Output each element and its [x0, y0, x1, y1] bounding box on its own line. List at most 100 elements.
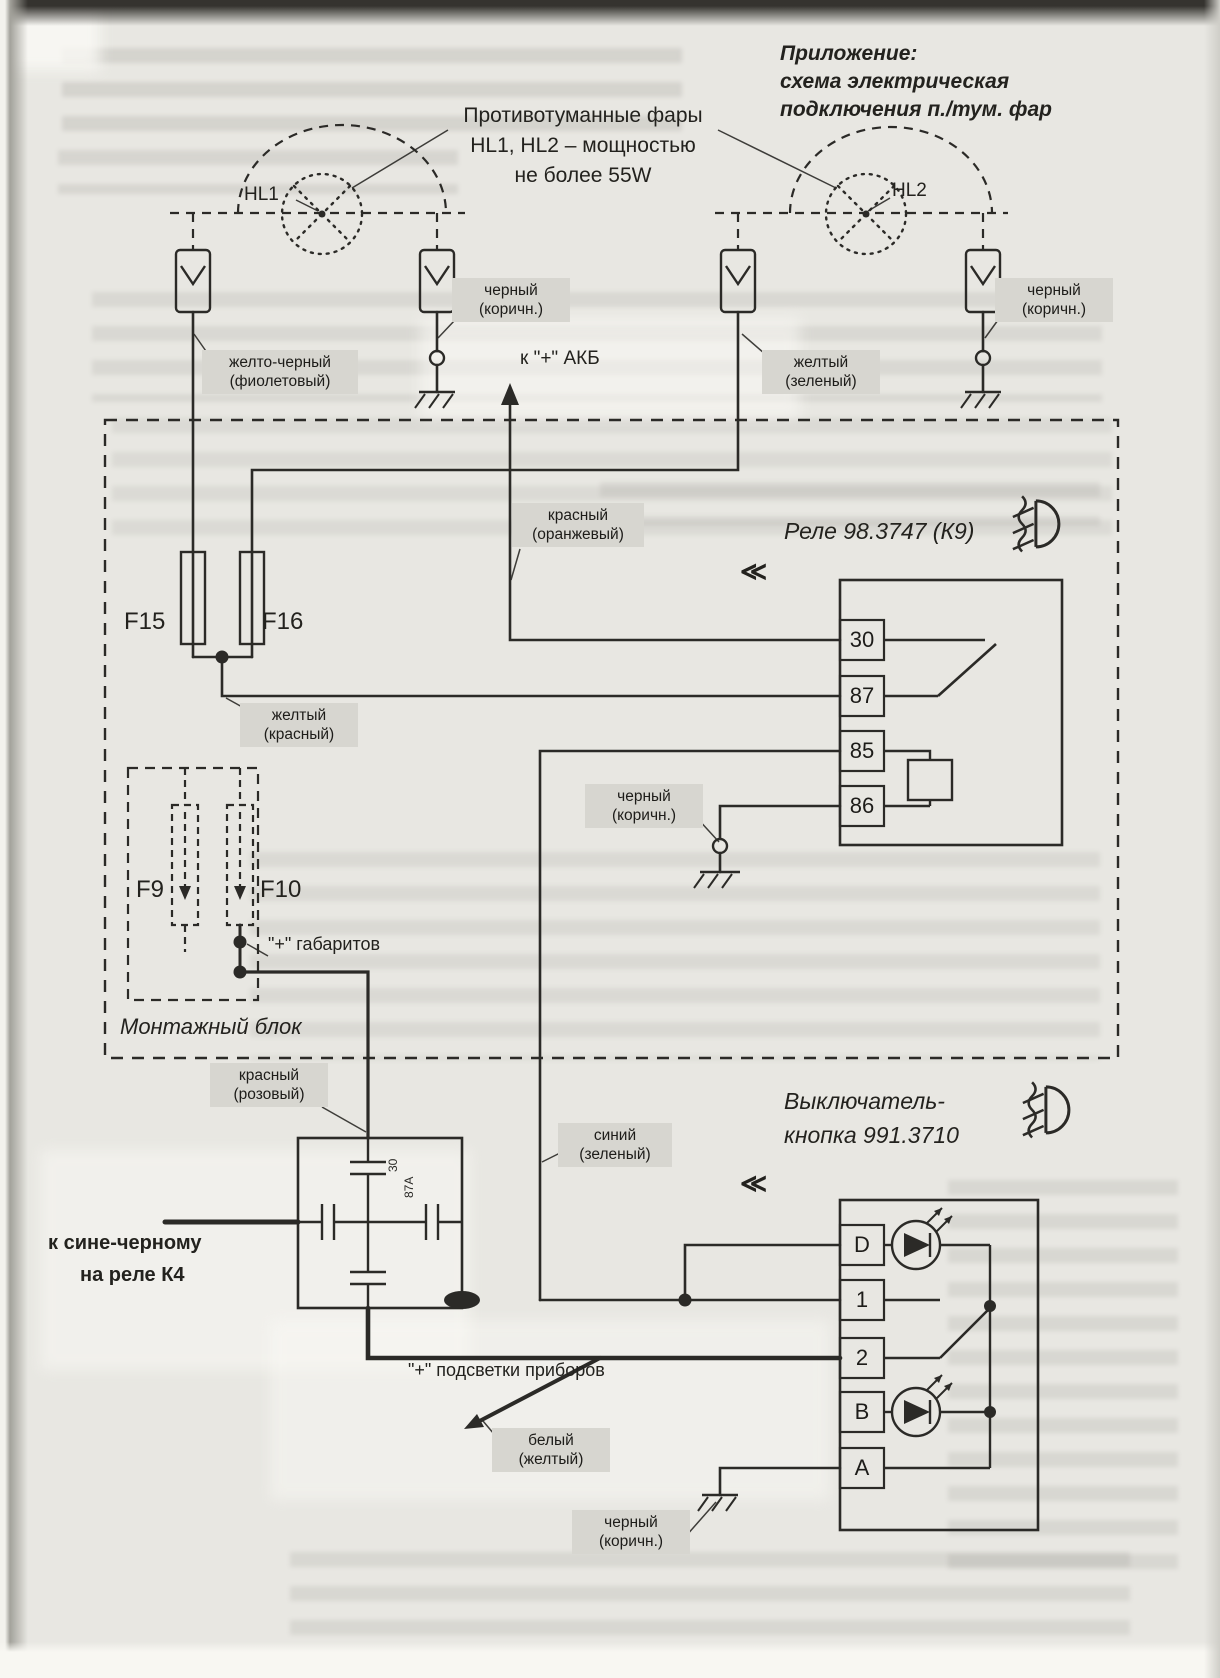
appendix-title-line3: подключения п./тум. фар	[780, 98, 1052, 121]
wire-color-alt: (коричн.)	[1021, 301, 1087, 318]
page-edge-right	[1204, 0, 1220, 1678]
wire-color-alt: (коричн.)	[598, 1533, 664, 1550]
fog-light-icon	[1012, 495, 1061, 553]
label-leader-lines	[193, 129, 999, 1537]
wire-color-alt: (фиолетовый)	[229, 373, 331, 390]
bleedthrough-text	[948, 1180, 1178, 1580]
mounting-block-outline	[103, 418, 1120, 1060]
relay-title: Реле 98.3747 (К9)	[784, 518, 975, 544]
led-triangles	[904, 1208, 952, 1424]
wire-color-main: черный	[1027, 282, 1081, 299]
bleedthrough-text	[250, 852, 1100, 1060]
switch-title-line2: кнопка 991.3710	[784, 1122, 959, 1148]
relay-pin-85: 85	[849, 738, 875, 763]
k4-note-line2: на реле К4	[80, 1264, 185, 1286]
double-chevron-icon: ≪	[740, 1168, 768, 1198]
fuse-f9-label: F9	[136, 876, 165, 903]
wire-color-main: желто-черный	[229, 354, 331, 371]
wire-color-main: красный	[238, 1067, 300, 1084]
k4-pin-label-a: 30	[386, 1158, 400, 1172]
k4-note-line1: к сине-черному	[48, 1232, 202, 1254]
lamp-connectors	[174, 248, 1002, 314]
page-edge-bottom	[0, 1642, 1220, 1678]
wire-color-alt: (оранжевый)	[532, 526, 624, 543]
relay-pin-87: 87	[849, 683, 875, 708]
wire-color-main: черный	[617, 788, 671, 805]
page-edge-top	[0, 0, 1220, 26]
wires	[191, 310, 985, 1497]
battery-plus-label: к "+" АКБ	[520, 348, 600, 369]
wire-color-main: черный	[484, 282, 538, 299]
fog-lamp-hl1-outline	[170, 123, 465, 250]
relay-pin-30: 30	[849, 627, 875, 652]
relay-k9-symbol	[838, 578, 1064, 847]
switch-pin-2: 2	[855, 1345, 869, 1370]
wire-label-red-pink: красный (розовый)	[210, 1063, 328, 1107]
wire-color-main: синий	[593, 1127, 637, 1144]
fuse-f15-f16-symbols	[179, 550, 266, 646]
fuse-f15-label: F15	[124, 608, 166, 635]
fuse-f16-label: F16	[262, 608, 304, 635]
wire-color-main: белый	[528, 1432, 574, 1449]
lamp-hl1-label: HL1	[244, 184, 279, 205]
wire-label-red-orange: красный (оранжевый)	[512, 503, 644, 547]
gabarit-plus-label: "+" габаритов	[268, 934, 381, 954]
wire-label-black-brown: черный (коричн.)	[572, 1510, 690, 1554]
wire-color-alt: (желтый)	[518, 1451, 584, 1468]
wire-color-alt: (зеленый)	[579, 1146, 651, 1163]
connector-blob	[444, 1291, 480, 1309]
thick-wires	[162, 1219, 843, 1427]
mounting-block-title: Монтажный блок	[120, 1014, 302, 1039]
relay-pin-86: 86	[849, 793, 875, 818]
wire-label-black-brown: черный (коричн.)	[995, 278, 1113, 322]
k4-pin-label-b: 87А	[402, 1176, 416, 1198]
illumination-plus-label: "+" подсветки приборов	[408, 1360, 605, 1380]
page-edge-left	[0, 0, 28, 1678]
bleedthrough-text	[600, 482, 1100, 526]
wire-label-yellow-green: желтый (зеленый)	[762, 350, 880, 394]
wire-label-yellow-red: желтый (красный)	[240, 703, 358, 747]
switch-pin-1: 1	[855, 1287, 869, 1312]
switch-title-line1: Выключатель-	[784, 1088, 945, 1114]
wire-color-main: черный	[604, 1514, 658, 1531]
fog-light-icon	[1022, 1081, 1071, 1139]
wire-color-alt: (коричн.)	[611, 807, 677, 824]
wire-color-alt: (красный)	[263, 726, 335, 743]
arrowheads-and-junctions	[179, 383, 996, 1429]
switch-pin-d: D	[854, 1232, 870, 1257]
wire-color-main: желтый	[271, 707, 327, 724]
fuse-f10-label: F10	[260, 876, 302, 903]
switch-pin-a: A	[854, 1455, 870, 1480]
bleedthrough-text	[290, 1552, 1130, 1652]
appendix-title-line1: Приложение:	[780, 42, 918, 65]
wire-color-main: желтый	[793, 354, 849, 371]
bulb-center-hl1	[318, 210, 326, 218]
ground-symbols	[414, 349, 1001, 1512]
wire-label-white-yellow: белый (желтый)	[492, 1428, 610, 1472]
fog-lamps-caption-line3: не более 55W	[514, 164, 652, 187]
wire-color-alt: (зеленый)	[785, 373, 857, 390]
wire-label-blue-green: синий (зеленый)	[558, 1123, 672, 1167]
fuse-f9-f10-dashed-box	[126, 766, 260, 1002]
wire-color-main: красный	[547, 507, 609, 524]
bleedthrough-text	[58, 150, 458, 194]
fuse-f9-f10-symbols	[170, 768, 255, 952]
fog-lamps-caption-line2: HL1, HL2 – мощностью	[470, 134, 696, 157]
fog-lamps-caption-line1: Противотуманные фары	[463, 104, 703, 127]
wire-label-black-brown: черный (коричн.)	[585, 784, 703, 828]
lamp-hl2-label: HL2	[892, 180, 927, 201]
switch-991-symbol	[838, 1198, 1040, 1532]
switch-pin-b: B	[854, 1399, 870, 1424]
wire-label-black-brown: черный (коричн.)	[452, 278, 570, 322]
fog-lamp-hl2-outline	[715, 125, 1008, 250]
bleedthrough-text	[62, 48, 682, 134]
k4-contact-block-symbol	[296, 1136, 464, 1310]
paper-highlight	[40, 1150, 470, 1370]
wire-color-alt: (коричн.)	[478, 301, 544, 318]
double-chevron-icon: ≪	[740, 556, 768, 586]
paper-highlight	[420, 318, 800, 418]
bulb-center-hl2	[862, 210, 870, 218]
wire-label-yellow-black-violet: желто-черный (фиолетовый)	[202, 350, 358, 394]
